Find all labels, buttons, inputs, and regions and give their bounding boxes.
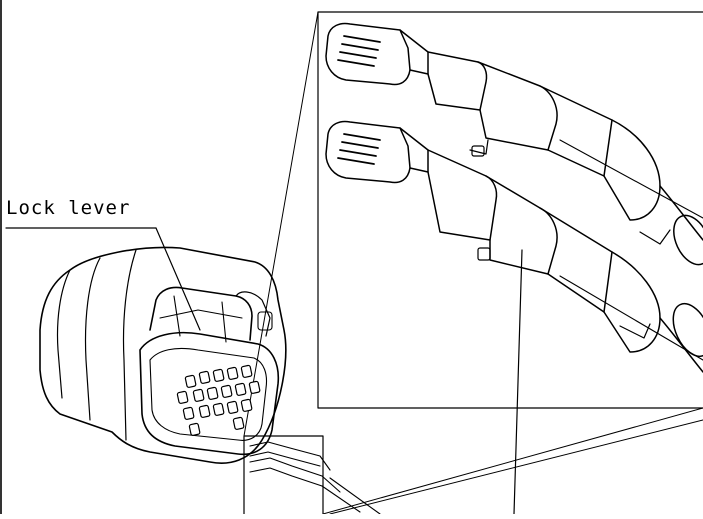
enlarged-terminal-upper — [325, 22, 703, 266]
small-terminals — [249, 441, 381, 515]
terminal-cavities — [176, 364, 261, 436]
detail-edge-lines — [559, 139, 703, 361]
detail-source-box — [243, 435, 324, 515]
enlarged-terminal-lower — [325, 120, 703, 373]
terminal-leader — [513, 249, 523, 515]
lock-lever-label: Lock lever — [6, 197, 131, 219]
connector-housing — [39, 246, 287, 464]
projection-lines — [243, 11, 703, 515]
lock-lever-leader — [5, 227, 201, 331]
detail-frame — [317, 11, 703, 409]
